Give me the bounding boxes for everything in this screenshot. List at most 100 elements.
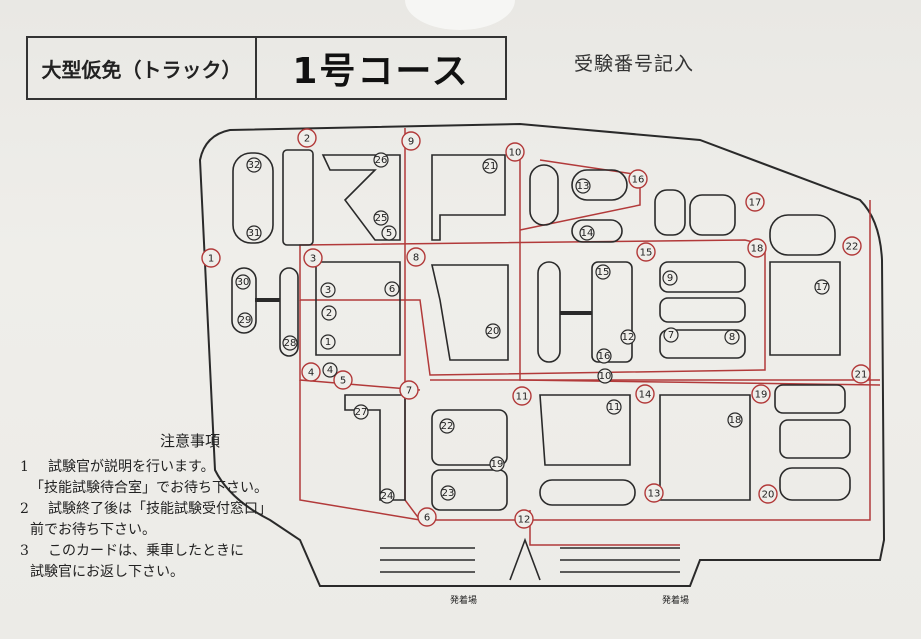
black-marker: 12 — [620, 329, 636, 345]
black-marker-label: 13 — [577, 181, 590, 192]
red-marker-circle — [399, 380, 419, 400]
red-marker-label: 16 — [632, 175, 645, 186]
red-marker: 15 — [636, 242, 656, 262]
red-marker-circle — [635, 384, 655, 404]
black-marker: 11 — [606, 399, 622, 415]
black-marker: 25 — [373, 210, 389, 226]
black-marker-label: 8 — [729, 332, 735, 343]
red-marker-circle — [842, 236, 862, 256]
black-marker: 32 — [246, 157, 262, 173]
red-marker: 11 — [512, 386, 532, 406]
black-marker-circle — [620, 329, 636, 345]
red-marker-circle — [514, 509, 534, 529]
black-marker: 29 — [237, 312, 253, 328]
black-marker-circle — [321, 305, 337, 321]
black-marker-label: 7 — [668, 330, 674, 341]
black-marker: 13 — [575, 178, 591, 194]
black-marker-label: 14 — [581, 228, 594, 239]
black-marker: 6 — [384, 281, 400, 297]
black-marker-circle — [373, 152, 389, 168]
black-marker: 19 — [489, 456, 505, 472]
black-marker-circle — [595, 264, 611, 280]
black-marker: 27 — [353, 404, 369, 420]
black-marker-label: 9 — [667, 273, 673, 284]
black-marker-label: 10 — [599, 371, 612, 382]
black-marker-label: 24 — [381, 491, 394, 502]
black-marker-circle — [575, 178, 591, 194]
note-line: 試験官が説明を行います。 — [48, 459, 215, 475]
red-marker-label: 21 — [855, 370, 868, 381]
red-marker-circle — [851, 364, 871, 384]
black-marker-circle — [814, 279, 830, 295]
black-marker: 14 — [579, 225, 595, 241]
red-marker-circle — [636, 242, 656, 262]
red-marker: 4 — [301, 362, 321, 382]
black-marker-circle — [489, 456, 505, 472]
black-marker: 7 — [663, 327, 679, 343]
red-marker-label: 8 — [413, 253, 419, 264]
note-line: 前でお待ち下さい。 — [30, 522, 156, 538]
vehicle-type: 大型仮免（トラック） — [28, 38, 257, 98]
black-marker: 18 — [727, 412, 743, 428]
red-marker-circle — [644, 483, 664, 503]
black-marker: 30 — [235, 274, 251, 290]
red-marker-circle — [401, 131, 421, 151]
red-marker: 16 — [628, 169, 648, 189]
black-marker-label: 11 — [608, 402, 621, 413]
black-marker-circle — [440, 485, 456, 501]
black-marker-circle — [439, 418, 455, 434]
red-marker: 20 — [758, 484, 778, 504]
note-line: 試験官にお返し下さい。 — [30, 564, 184, 580]
black-marker-circle — [724, 329, 740, 345]
red-marker-circle — [333, 370, 353, 390]
black-marker: 24 — [379, 488, 395, 504]
black-marker: 26 — [373, 152, 389, 168]
red-marker-circle — [303, 248, 323, 268]
black-marker: 31 — [246, 225, 262, 241]
black-marker-label: 28 — [284, 338, 297, 349]
black-marker: 15 — [595, 264, 611, 280]
red-marker-label: 3 — [310, 254, 316, 265]
red-marker-label: 17 — [749, 198, 762, 209]
red-marker-circle — [747, 238, 767, 258]
black-marker: 3 — [320, 282, 336, 298]
red-marker-label: 5 — [340, 376, 346, 387]
note-line: 試験終了後は「技能試験受付窓口」 — [48, 501, 272, 517]
black-marker-label: 15 — [597, 267, 610, 278]
black-marker: 20 — [485, 323, 501, 339]
note-number: 1 — [20, 459, 29, 475]
red-marker-circle — [406, 247, 426, 267]
header-box: 大型仮免（トラック） 1号コース — [26, 36, 507, 100]
black-marker-circle — [485, 323, 501, 339]
black-marker: 2 — [321, 305, 337, 321]
black-marker-circle — [235, 274, 251, 290]
black-marker: 23 — [440, 485, 456, 501]
red-marker-circle — [297, 128, 317, 148]
red-marker-label: 20 — [762, 490, 775, 501]
red-marker: 21 — [851, 364, 871, 384]
course-boundary — [198, 122, 886, 587]
red-marker: 8 — [406, 247, 426, 267]
red-marker: 9 — [401, 131, 421, 151]
red-marker-circle — [512, 386, 532, 406]
black-marker-circle — [379, 488, 395, 504]
red-marker-circle — [505, 142, 525, 162]
black-marker-circle — [384, 281, 400, 297]
black-marker-label: 27 — [355, 407, 368, 418]
black-marker-label: 3 — [325, 285, 331, 296]
red-marker: 13 — [644, 483, 664, 503]
black-marker-label: 6 — [389, 284, 395, 295]
exam-number-label: 受験番号記入 — [574, 53, 695, 75]
red-marker-label: 6 — [424, 513, 430, 524]
red-marker-label: 12 — [518, 515, 531, 526]
start-label-right: 発着場 — [662, 594, 689, 606]
black-marker-label: 29 — [239, 315, 252, 326]
note-number: 3 — [20, 543, 29, 559]
red-marker: 7 — [399, 380, 419, 400]
red-marker: 18 — [747, 238, 767, 258]
black-marker-label: 23 — [442, 488, 455, 499]
black-marker: 17 — [814, 279, 830, 295]
